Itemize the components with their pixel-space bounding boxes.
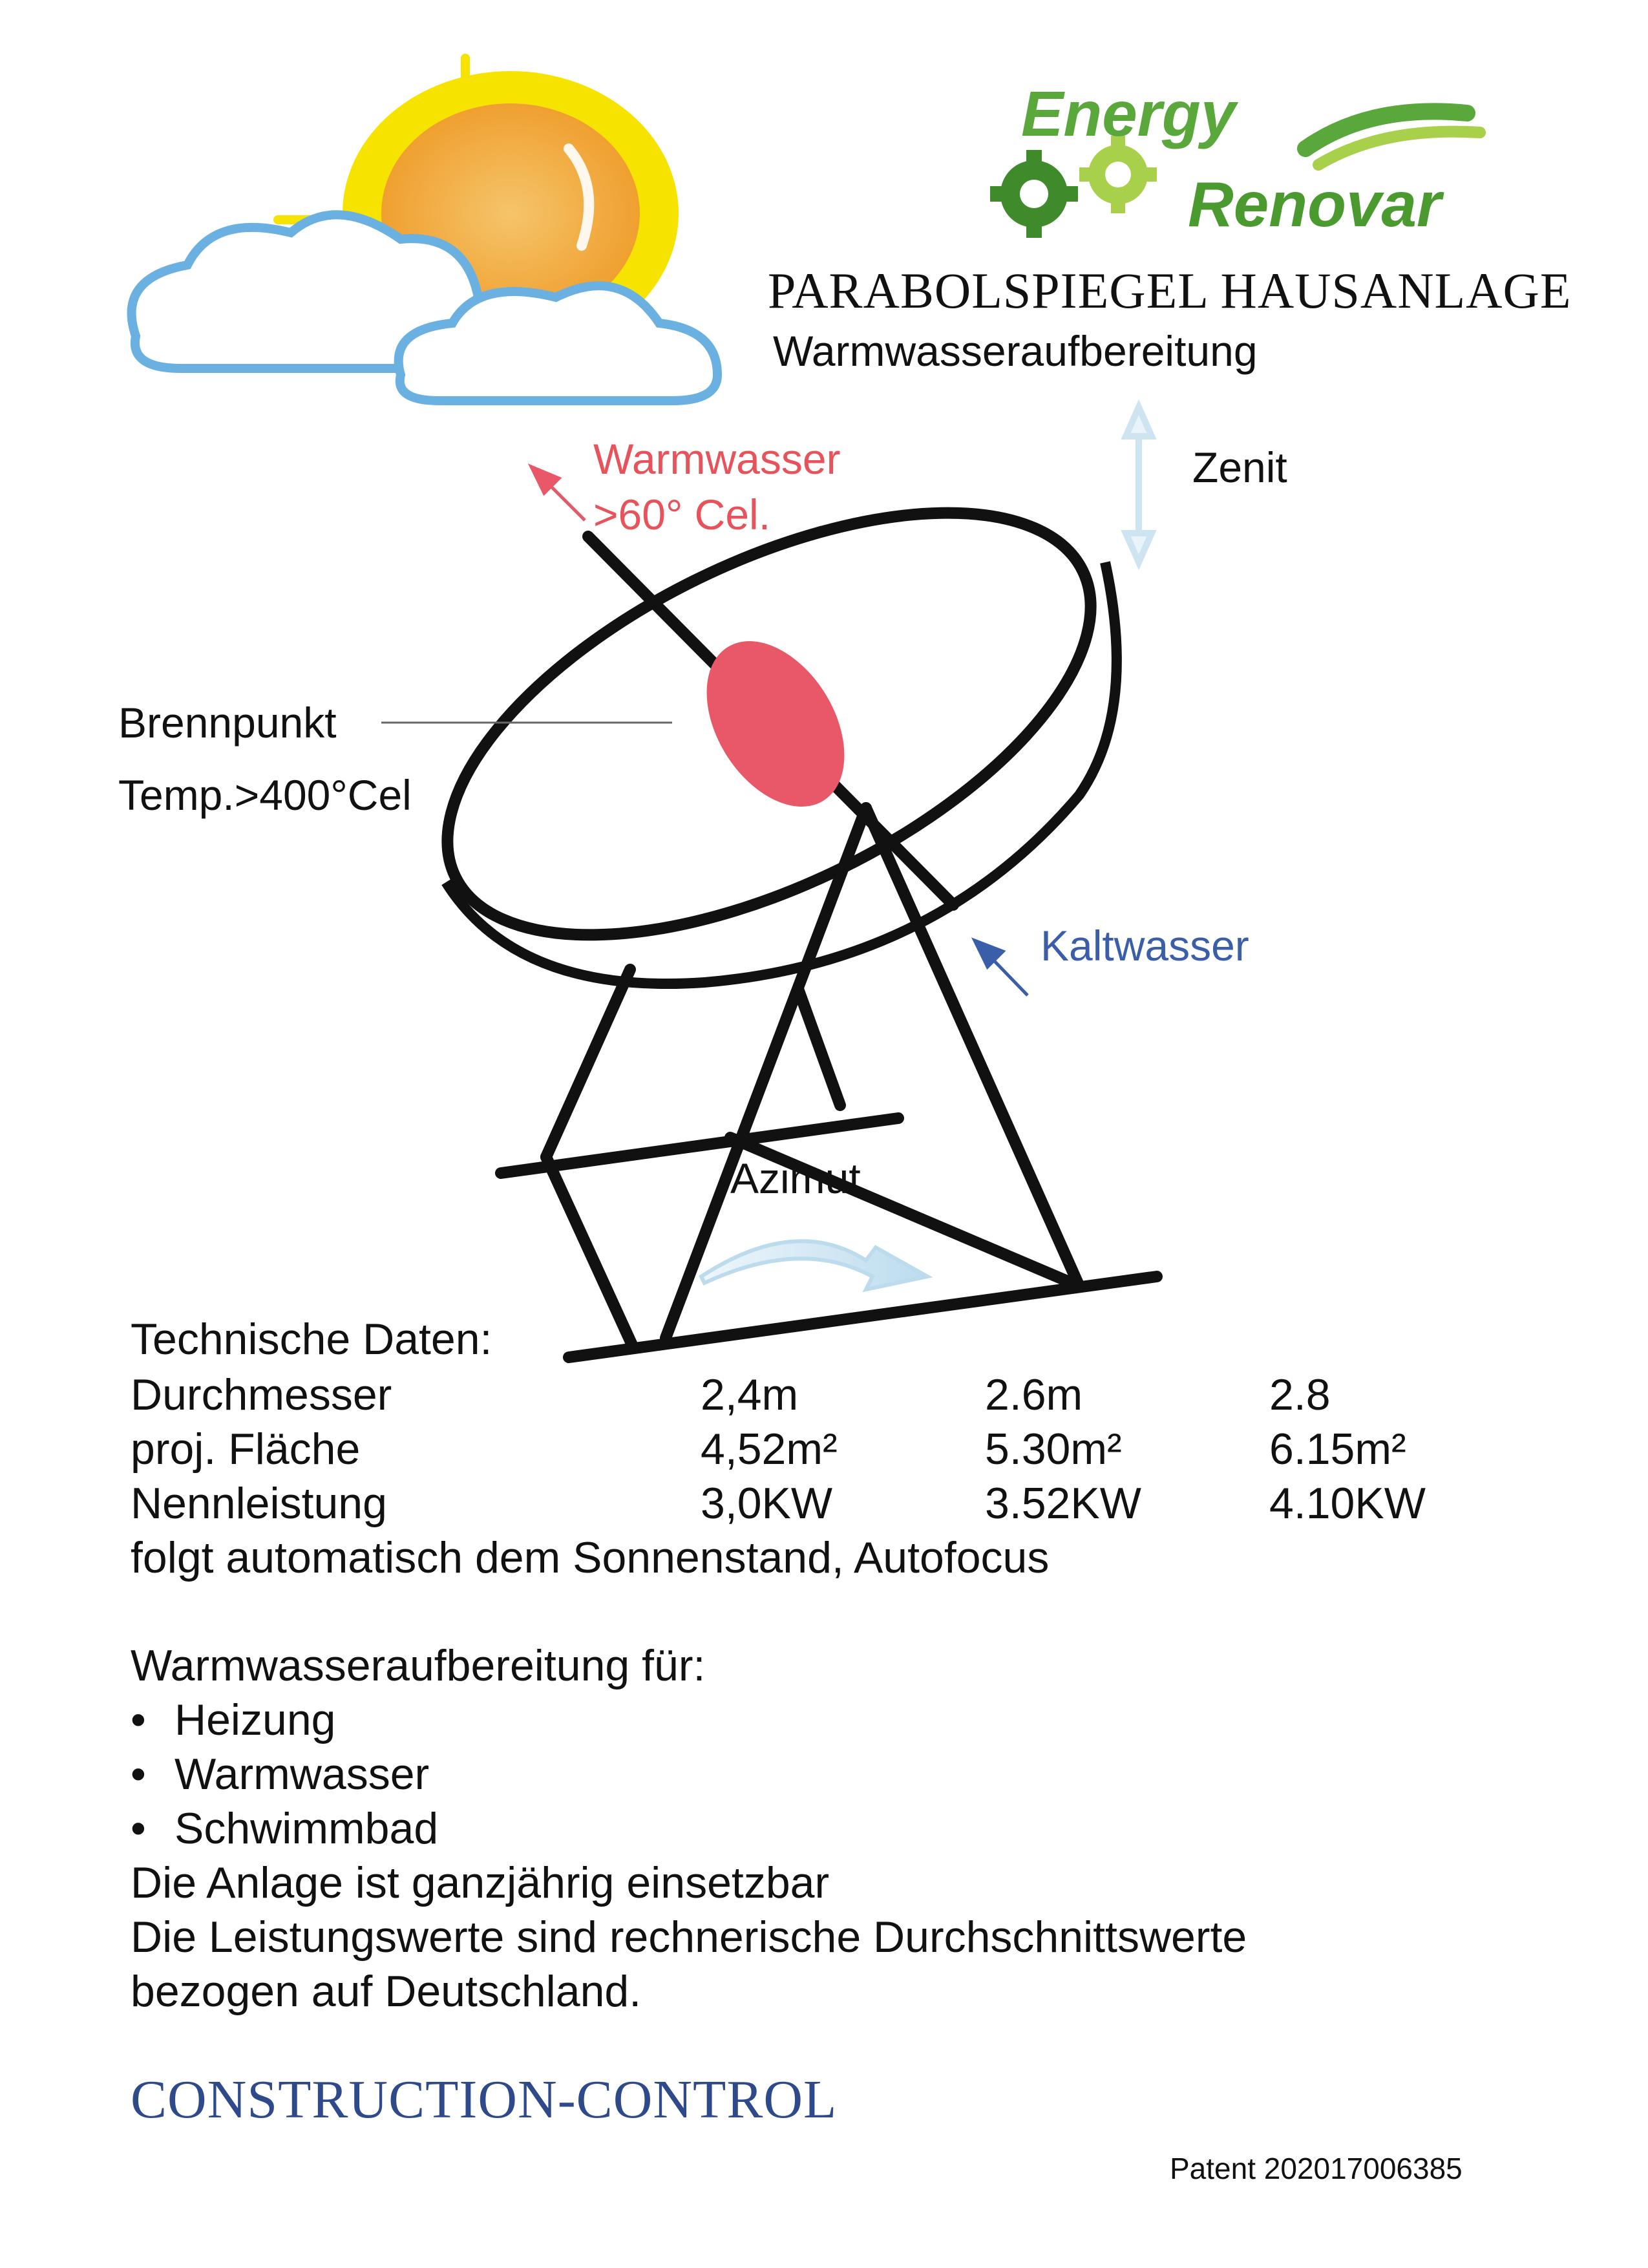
value-cell: 4,52m²	[701, 1425, 838, 1474]
value-cell: 2.8	[1269, 1370, 1331, 1419]
usage-list: •Heizung •Warmwasser •Schwimmbad	[129, 1693, 438, 1856]
azimuth-label: Azimut	[730, 1154, 861, 1202]
logo-wave-icon	[1297, 103, 1486, 171]
tech-note: folgt automatisch dem Sonnenstand, Autof…	[131, 1533, 1050, 1582]
row-label: Nennleistung	[131, 1479, 387, 1528]
focus-label: Brennpunkt	[118, 699, 337, 747]
list-item: •Schwimmbad	[129, 1801, 438, 1856]
value-cell: 2,4m	[701, 1370, 799, 1419]
tech-heading: Technische Daten:	[131, 1315, 492, 1364]
gear-icon	[990, 136, 1157, 238]
list-item: •Warmwasser	[129, 1747, 438, 1801]
usage-line: bezogen auf Deutschland.	[131, 1967, 642, 2016]
logo-renovar-text: Renovar	[1188, 169, 1442, 240]
focus-temp-label: Temp.>400°Cel	[118, 771, 412, 819]
zenith-arrow-icon	[1121, 399, 1157, 571]
list-item: •Heizung	[129, 1693, 438, 1747]
value-cell: 5.30m²	[985, 1425, 1122, 1474]
focus-point-icon	[706, 641, 845, 807]
cold-water-arrow-icon	[971, 937, 1029, 997]
value-cell: 4.10KW	[1269, 1479, 1426, 1528]
zenith-label: Zenit	[1192, 443, 1287, 491]
bullet-icon: •	[131, 1804, 146, 1853]
hot-water-label: Warmwasser	[593, 435, 841, 483]
patent-number: Patent 202017006385	[1170, 2152, 1463, 2185]
footer-brand: CONSTRUCTION-CONTROL	[131, 2070, 838, 2130]
hot-water-arrow-icon	[527, 463, 586, 522]
tracking-stand	[495, 802, 1163, 1363]
usage-line: Die Anlage ist ganzjährig einsetzbar	[131, 1858, 830, 1907]
row-label: proj. Fläche	[131, 1425, 361, 1474]
bullet-icon: •	[131, 1750, 146, 1799]
row-label: Durchmesser	[131, 1370, 392, 1419]
cloud-right-icon	[394, 281, 723, 405]
value-cell: 3,0KW	[701, 1479, 833, 1528]
usage-heading: Warmwasseraufbereitung für:	[131, 1641, 706, 1690]
logo-energy-text: Energy	[1021, 78, 1236, 149]
cold-water-label: Kaltwasser	[1041, 922, 1249, 970]
bullet-icon: •	[131, 1695, 146, 1744]
page-subtitle: Warmwasseraufbereitung	[773, 327, 1258, 375]
page-title: PARABOLSPIEGEL HAUSANLAGE	[768, 262, 1572, 319]
value-cell: 6.15m²	[1269, 1425, 1406, 1474]
value-cell: 3.52KW	[985, 1479, 1141, 1528]
usage-line: Die Leistungswerte sind rechnerische Dur…	[131, 1913, 1247, 1962]
azimuth-arrow-icon	[699, 1239, 933, 1293]
hot-water-temp-label: >60° Cel.	[593, 491, 771, 538]
value-cell: 2.6m	[985, 1370, 1083, 1419]
